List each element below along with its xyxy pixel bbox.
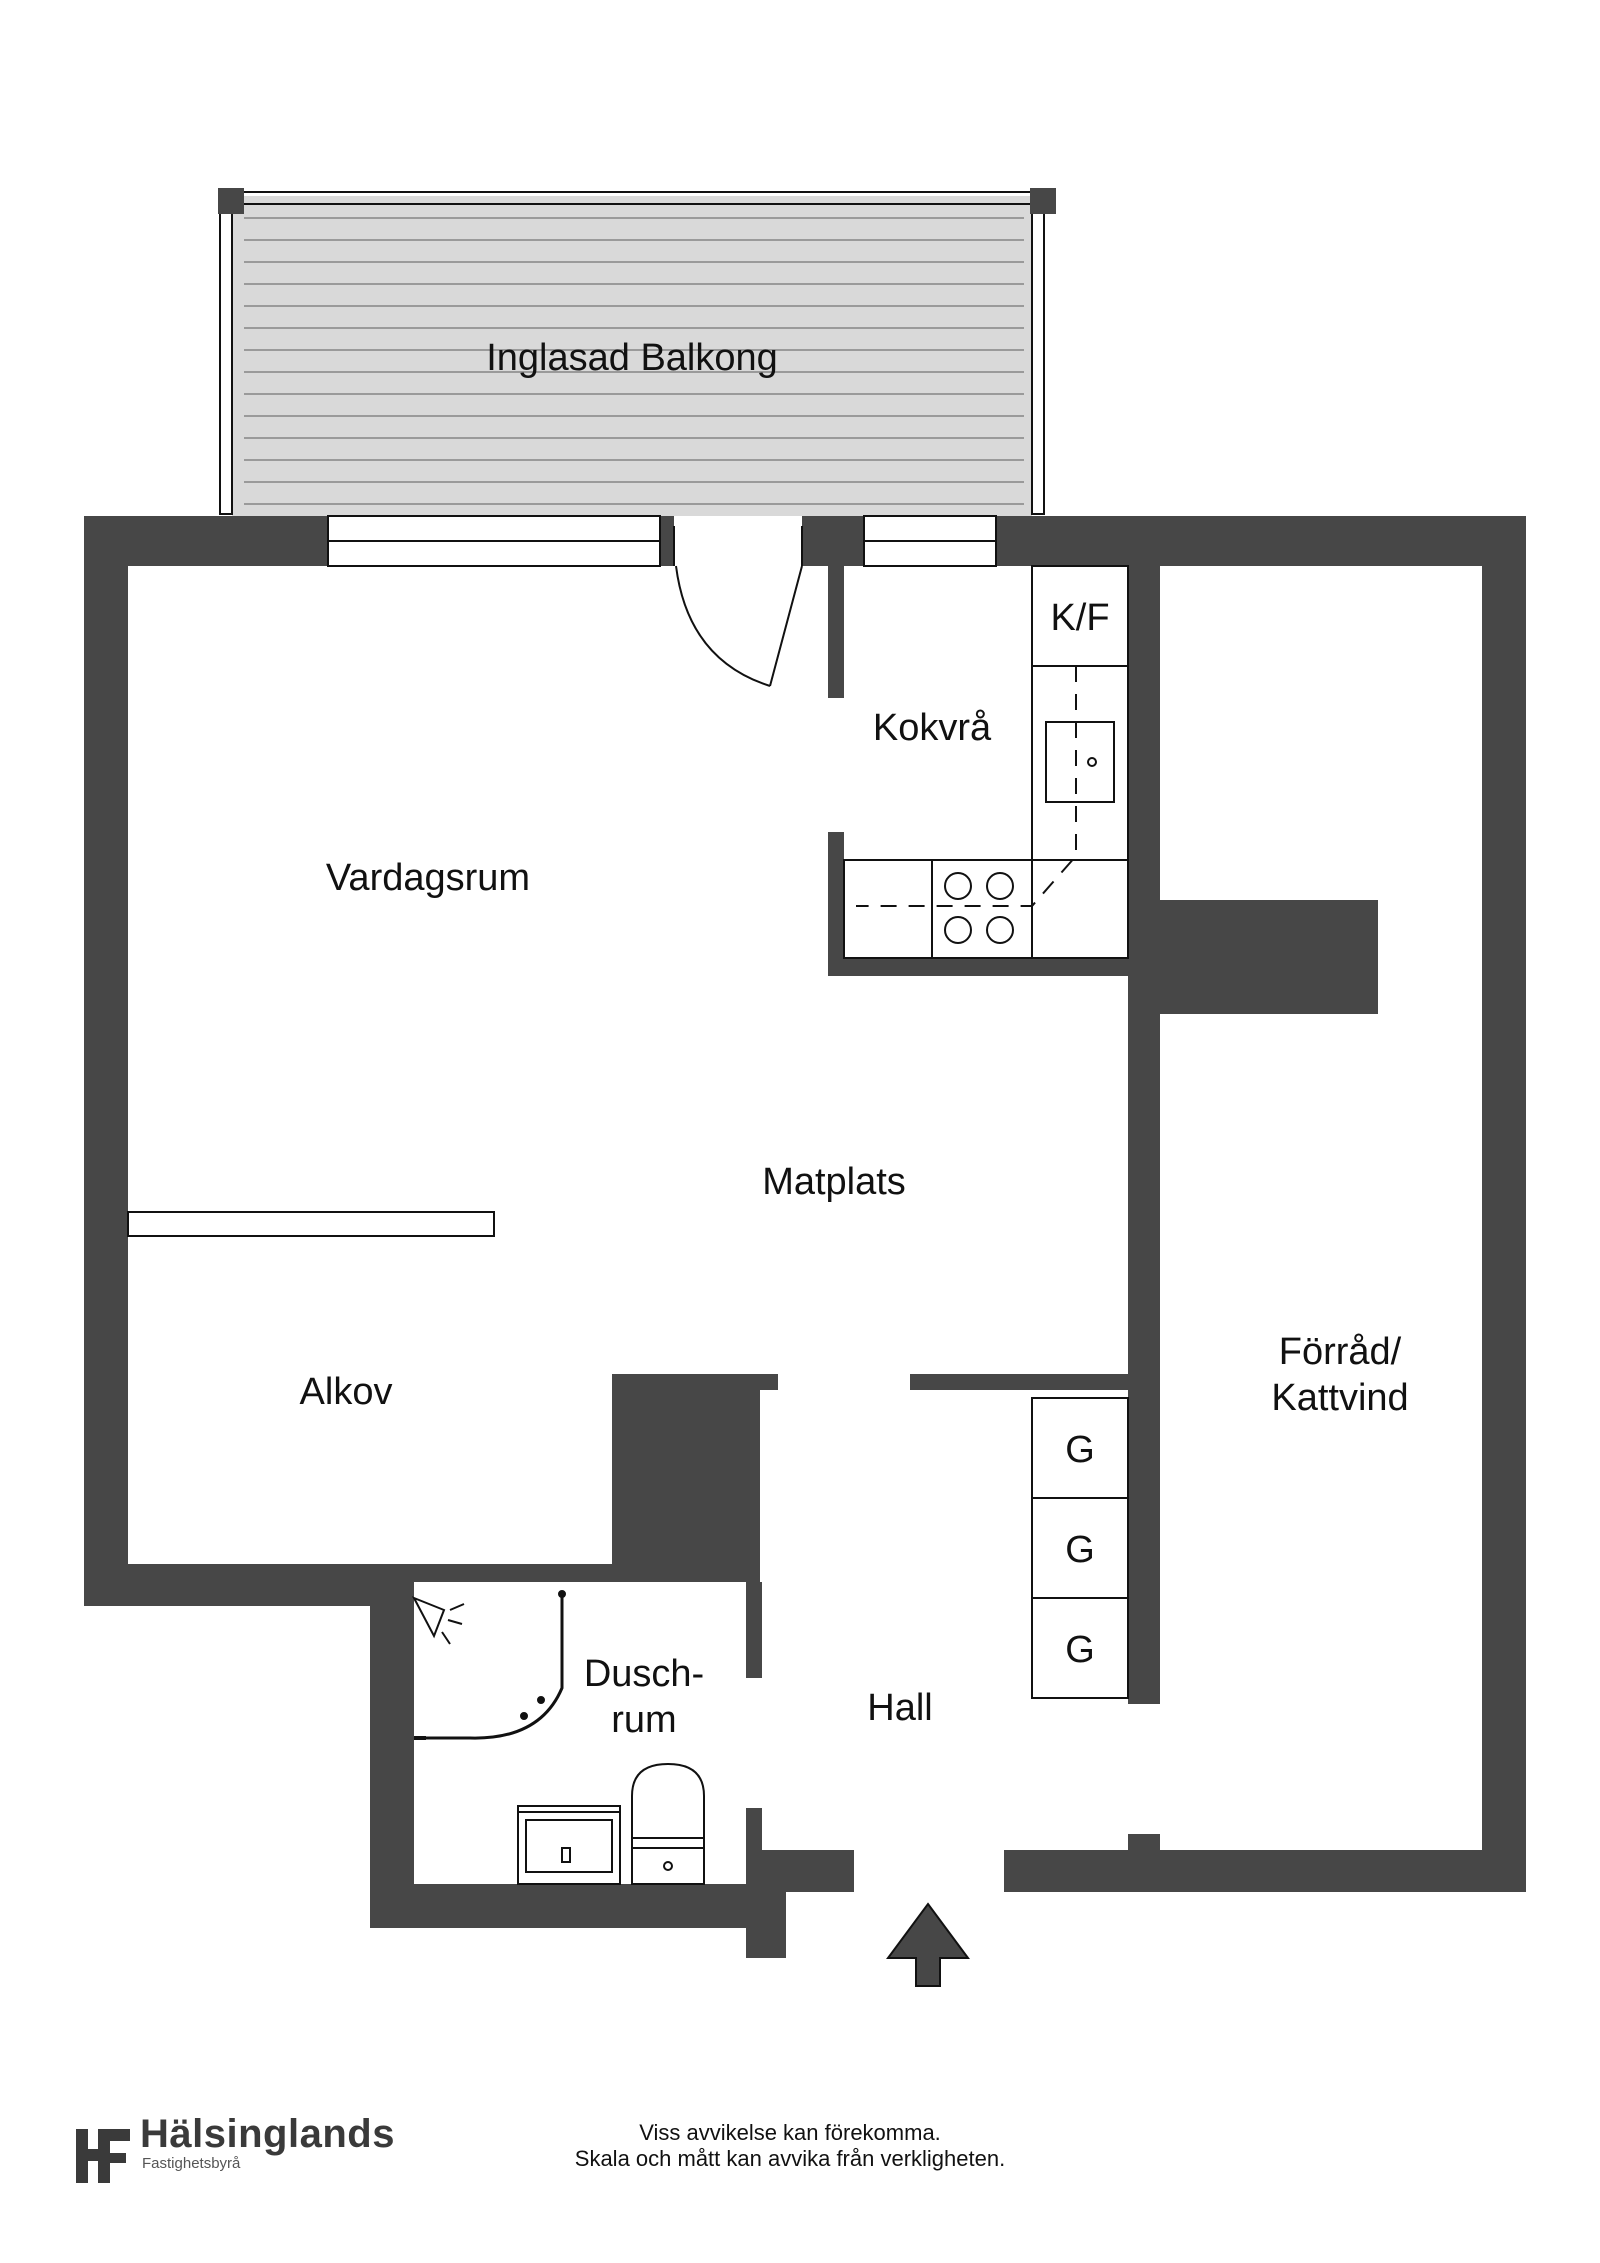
wall-entrance-left	[746, 1850, 854, 1892]
brand-logo-icon	[76, 2129, 130, 2183]
wall-left	[84, 516, 128, 1606]
wall-right	[1482, 516, 1526, 1892]
shower-room-fixtures	[411, 1590, 705, 1885]
door-leaf	[769, 565, 803, 687]
fridge-freezer-label: K/F	[1050, 597, 1109, 639]
brand: Hälsinglands Fastighetsbyrå	[140, 2112, 395, 2172]
room-label-shower-line2: rum	[611, 1699, 676, 1741]
toilet-icon	[631, 1762, 705, 1885]
chimney-block	[1160, 900, 1378, 1014]
wardrobe-2	[1031, 1497, 1129, 1599]
sink	[1045, 721, 1115, 803]
disclaimer: Viss avvikelse kan förekomma. Skala och …	[480, 2120, 1100, 2172]
wall-entrance-nub	[1128, 1834, 1160, 1850]
balcony-decking-lines	[244, 217, 1024, 505]
brand-subtitle: Fastighetsbyrå	[142, 2155, 241, 2172]
wall-shower-left	[370, 1582, 414, 1928]
wall-top-right	[996, 516, 1526, 566]
room-label-shower-line1: Dusch-	[584, 1653, 704, 1695]
disclaimer-line-1: Viss avvikelse kan förekomma.	[639, 2120, 941, 2145]
wardrobes	[1031, 1397, 1129, 1699]
wardrobe-3-label: G	[1065, 1629, 1095, 1671]
room-label-living: Vardagsrum	[326, 857, 530, 899]
windows	[327, 515, 997, 567]
wall-top-pier-1	[660, 516, 674, 566]
balcony-post-right	[1030, 188, 1056, 214]
door-swing	[675, 565, 771, 687]
shower-screen-hinge-3	[520, 1712, 528, 1720]
wardrobe-1	[1031, 1397, 1129, 1499]
wall-shower-right-upper	[746, 1582, 762, 1678]
wardrobe-1-label: G	[1065, 1429, 1095, 1471]
wall-kitchen-left-upper	[828, 566, 844, 698]
wall-hall-top-right	[910, 1374, 1128, 1390]
shower-screen-hinge-1	[558, 1590, 566, 1598]
wall-entrance-right	[1004, 1850, 1526, 1892]
wall-kitchen-bottom	[828, 958, 1128, 976]
stove	[944, 872, 1014, 944]
wardrobe-2-label: G	[1065, 1529, 1095, 1571]
sink-drain	[1087, 757, 1097, 767]
wall-cabinet-dashed	[856, 666, 1077, 907]
wall-alcove-bottom-2	[370, 1564, 612, 1582]
shower-screen-hinge-2	[537, 1696, 545, 1704]
room-label-storage-line2: Kattvind	[1271, 1377, 1408, 1419]
brand-name: Hälsinglands	[140, 2112, 395, 2156]
stove-burner-4	[986, 916, 1014, 944]
entrance-arrow-icon	[886, 1902, 970, 1987]
room-label-hall: Hall	[867, 1687, 932, 1729]
wall-shower-bottom	[370, 1884, 786, 1928]
counter-vertical	[1031, 665, 1129, 959]
shower-screen	[414, 1594, 564, 1740]
room-label-storage-line1: Förråd/	[1279, 1331, 1402, 1373]
counter-corner	[1031, 859, 1129, 959]
balcony-door	[673, 526, 803, 687]
washbasin-icon	[517, 1805, 621, 1885]
wall-storage-bottom-stub	[1128, 1640, 1160, 1704]
room-label-alcove: Alkov	[300, 1371, 393, 1413]
stove-burner-1	[944, 872, 972, 900]
pillar-block	[612, 1374, 760, 1582]
balcony-floor	[232, 196, 1032, 516]
wall-kitchen-left-lower	[828, 832, 844, 976]
shower-head-icon	[411, 1596, 465, 1645]
walls	[84, 516, 1526, 1958]
room-label-dining: Matplats	[762, 1161, 906, 1203]
stove-burner-3	[944, 916, 972, 944]
wall-entrance-left-stub	[746, 1892, 786, 1958]
wall-alcove-bottom	[84, 1564, 370, 1606]
kitchen-fixtures	[843, 565, 1129, 959]
wall-pillar-stub	[760, 1374, 778, 1390]
wall-top-pier-2	[802, 516, 864, 566]
disclaimer-line-2: Skala och mått kan avvika från verklighe…	[574, 2146, 1006, 2171]
room-label-kitchen: Kokvrå	[873, 707, 992, 749]
balcony-post-left	[218, 188, 244, 214]
wall-storage-left	[1128, 566, 1160, 1704]
balcony: Inglasad Balkong	[218, 188, 1056, 516]
stove-burner-2	[986, 872, 1014, 900]
alcove-partition	[127, 1211, 495, 1237]
room-label-balcony: Inglasad Balkong	[486, 337, 778, 379]
wardrobe-3	[1031, 1597, 1129, 1699]
